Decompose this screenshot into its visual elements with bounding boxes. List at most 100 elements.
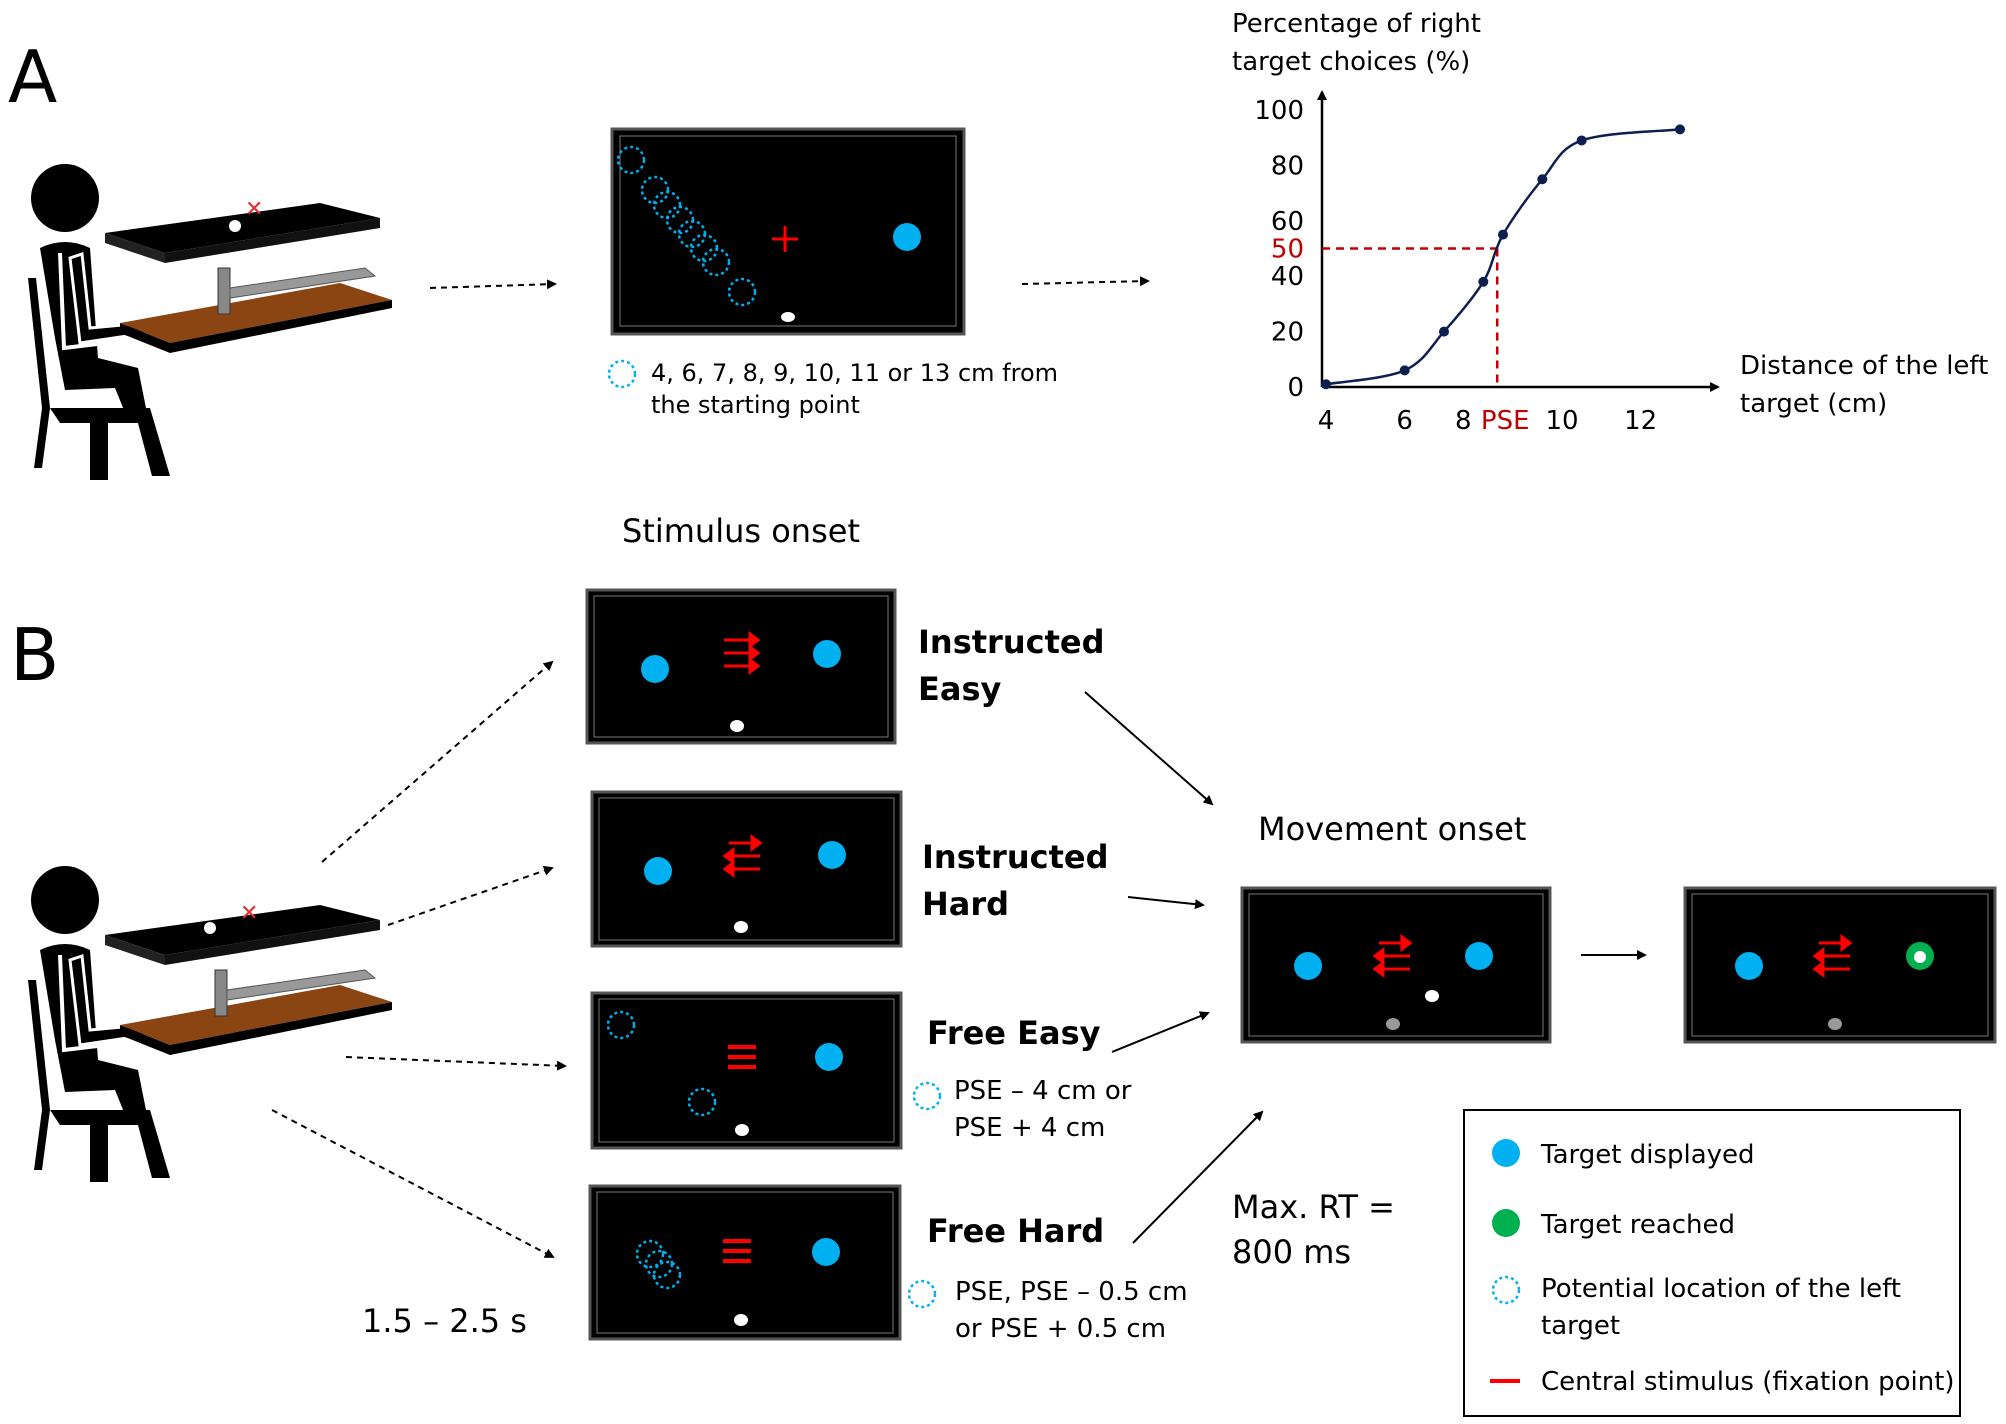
chart-threshold-label: 50 (1271, 235, 1304, 265)
ring-caption-line1: 4, 6, 7, 8, 9, 10, 11 or 13 cm from (651, 359, 1058, 387)
legend-potential-location-line2: target (1541, 1311, 1620, 1341)
condition-instructed-easy-line2: Easy (918, 670, 1002, 708)
chart-pse-label: PSE (1481, 406, 1530, 436)
screen-target-reached (1683, 886, 1997, 1044)
starting-point (781, 312, 795, 322)
psychometric-chart: Percentage of right target choices (%) D… (1232, 9, 1988, 436)
chart-data-point (1498, 229, 1508, 240)
chart-data-point (1399, 365, 1410, 376)
chart-xlabel-line2: target (cm) (1740, 389, 1887, 419)
chart-y-tick-label: 60 (1271, 207, 1304, 237)
free-easy-note-line1: PSE – 4 cm or (954, 1076, 1132, 1106)
arrows-mixed-icon (1812, 934, 1853, 978)
neutral-bars-icon (728, 1045, 756, 1069)
neutral-bars-icon (723, 1239, 751, 1263)
panel-b-label: B (10, 613, 59, 697)
chart-data-point (1537, 174, 1548, 185)
chart-y-tick-label: 80 (1271, 151, 1304, 181)
panel-a-label: A (8, 35, 57, 119)
potential-location-rings (616, 145, 757, 307)
left-target (1294, 952, 1322, 980)
chart-x-tick-label: 10 (1545, 406, 1578, 436)
screen-movement-onset (1240, 886, 1552, 1044)
fixation-cross (772, 226, 798, 252)
participant-setup-b: ✕ (26, 864, 392, 1184)
ring-icon (912, 1081, 942, 1111)
free-hard-note-line1: PSE, PSE – 0.5 cm (955, 1277, 1188, 1307)
movement-arrows (1084, 691, 1647, 1244)
chart-x-tick-label: 6 (1396, 406, 1413, 436)
chart-x-tick-label: 4 (1318, 406, 1335, 436)
right-target (1465, 942, 1493, 970)
condition-instructed-hard-line1: Instructed (922, 838, 1108, 876)
potential-location-ring (652, 1260, 682, 1290)
chart-data-point (1576, 135, 1587, 146)
max-rt-line1: Max. RT = (1232, 1188, 1395, 1226)
left-target (641, 655, 669, 683)
hand-position (1425, 990, 1439, 1002)
potential-location-ring (635, 1239, 665, 1269)
potential-location-ring (606, 1010, 636, 1040)
participant-setup-a: ✕ (26, 162, 392, 482)
chart-xlabel-line1: Distance of the left (1740, 351, 1988, 381)
free-hard-note-line2: or PSE + 0.5 cm (955, 1314, 1166, 1344)
legend-central-stimulus: Central stimulus (fixation point) (1541, 1367, 1955, 1397)
right-target (818, 841, 846, 869)
starting-point (730, 720, 744, 732)
right-target (813, 640, 841, 668)
svg-text:✕: ✕ (245, 197, 263, 222)
chart-y-tick-label: 20 (1271, 318, 1304, 348)
chart-data-point (1321, 379, 1331, 390)
right-target (893, 223, 921, 251)
chart-data-point (1478, 276, 1489, 287)
condition-instructed-hard-line2: Hard (922, 885, 1009, 923)
legend: Target displayed Target reached Potentia… (1463, 1109, 1961, 1417)
chart-ylabel-line1: Percentage of right (1232, 9, 1481, 39)
starting-point (734, 921, 748, 933)
svg-text:✕: ✕ (240, 901, 258, 926)
chart-series-line (1325, 128, 1681, 386)
condition-free-hard: Free Hard (927, 1212, 1104, 1250)
condition-instructed-easy-line1: Instructed (918, 623, 1104, 661)
starting-point (1386, 1018, 1400, 1030)
legend-target-reached: Target reached (1540, 1210, 1735, 1240)
right-target (815, 1043, 843, 1071)
screen-free-easy (590, 991, 903, 1150)
right-target (812, 1238, 840, 1266)
starting-point (1828, 1018, 1842, 1030)
hand-position (1914, 951, 1926, 963)
screen-instructed-easy (585, 588, 897, 745)
chart-y-tick-label: 40 (1271, 262, 1304, 292)
screen-free-hard (588, 1184, 902, 1341)
potential-location-ring (687, 1087, 717, 1117)
delay-label: 1.5 – 2.5 s (362, 1302, 527, 1340)
ring-caption-line2: the starting point (651, 391, 860, 419)
arrows-mixed-icon (1372, 934, 1413, 978)
max-rt-line2: 800 ms (1232, 1233, 1351, 1271)
chart-data-point (1675, 124, 1685, 135)
legend-potential-location-icon (1491, 1275, 1521, 1305)
chart-y-tick-label: 0 (1287, 373, 1304, 403)
ring-caption-icon (607, 359, 637, 389)
free-easy-note-line2: PSE + 4 cm (954, 1113, 1105, 1143)
chart-x-tick-label: 12 (1624, 406, 1657, 436)
screen-instructed-hard (590, 790, 903, 948)
legend-potential-location-line1: Potential location of the left (1541, 1274, 1901, 1304)
legend-target-displayed-icon (1492, 1139, 1520, 1167)
ring-icon (907, 1279, 937, 1309)
chart-data-point (1439, 326, 1449, 337)
arrows-right-icon (724, 631, 761, 675)
movement-onset-label: Movement onset (1258, 810, 1526, 848)
left-target (644, 857, 672, 885)
stimulus-arrows (271, 660, 567, 1258)
flow-arrow-a1 (429, 279, 557, 290)
starting-point (735, 1124, 749, 1136)
arrows-mixed-icon (722, 834, 763, 878)
screen-target-locations (610, 127, 966, 336)
chart-ylabel-line2: target choices (%) (1232, 47, 1470, 77)
flow-arrow-a2 (1021, 276, 1150, 287)
left-target (1735, 952, 1763, 980)
legend-target-displayed: Target displayed (1540, 1140, 1755, 1170)
chart-y-tick-label: 100 (1254, 96, 1304, 126)
